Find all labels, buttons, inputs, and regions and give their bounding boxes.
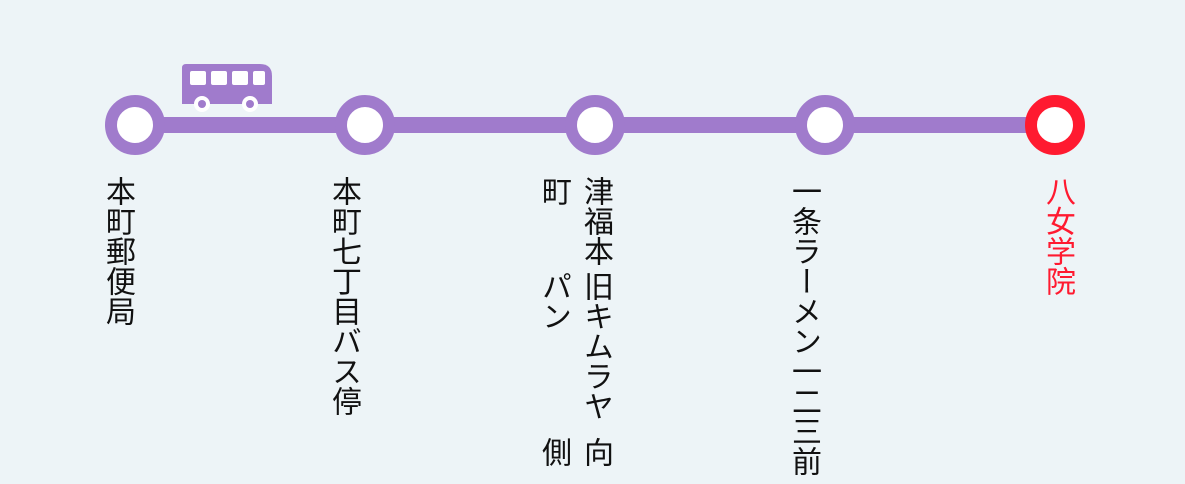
stop-label-line: 七丁目バス停 [326, 236, 361, 416]
stop-label-line: 一条 [786, 176, 821, 236]
stop-label-line: 八女学院 [1040, 176, 1075, 296]
bus-icon [182, 64, 272, 112]
stop-label-line: 本町 [100, 176, 135, 236]
stop-label-1: 本町 郵便局 [96, 176, 138, 326]
stop-label-destination: 八女学院 [1036, 176, 1078, 296]
stop-marker-destination[interactable] [1025, 95, 1085, 155]
stop-label-line: 向側 [536, 436, 613, 467]
stop-marker-4[interactable] [795, 95, 855, 155]
stop-label-2: 本町 七丁目バス停 [322, 176, 364, 416]
stop-label-line: 旧キムラヤパン [536, 270, 613, 421]
stop-label-line: 郵便局 [100, 236, 135, 326]
stop-label-line: ラーメン一二三前 [786, 236, 821, 476]
stop-marker-3[interactable] [565, 95, 625, 155]
stop-label-3: 津福本町 旧キムラヤパン 向側 [532, 176, 616, 484]
stop-marker-1[interactable] [105, 95, 165, 155]
stop-label-line: 津福本町 [536, 176, 613, 266]
stop-label-line: 本町 [326, 176, 361, 236]
stop-marker-2[interactable] [335, 95, 395, 155]
stop-label-4: 一条 ラーメン一二三前 [782, 176, 824, 476]
